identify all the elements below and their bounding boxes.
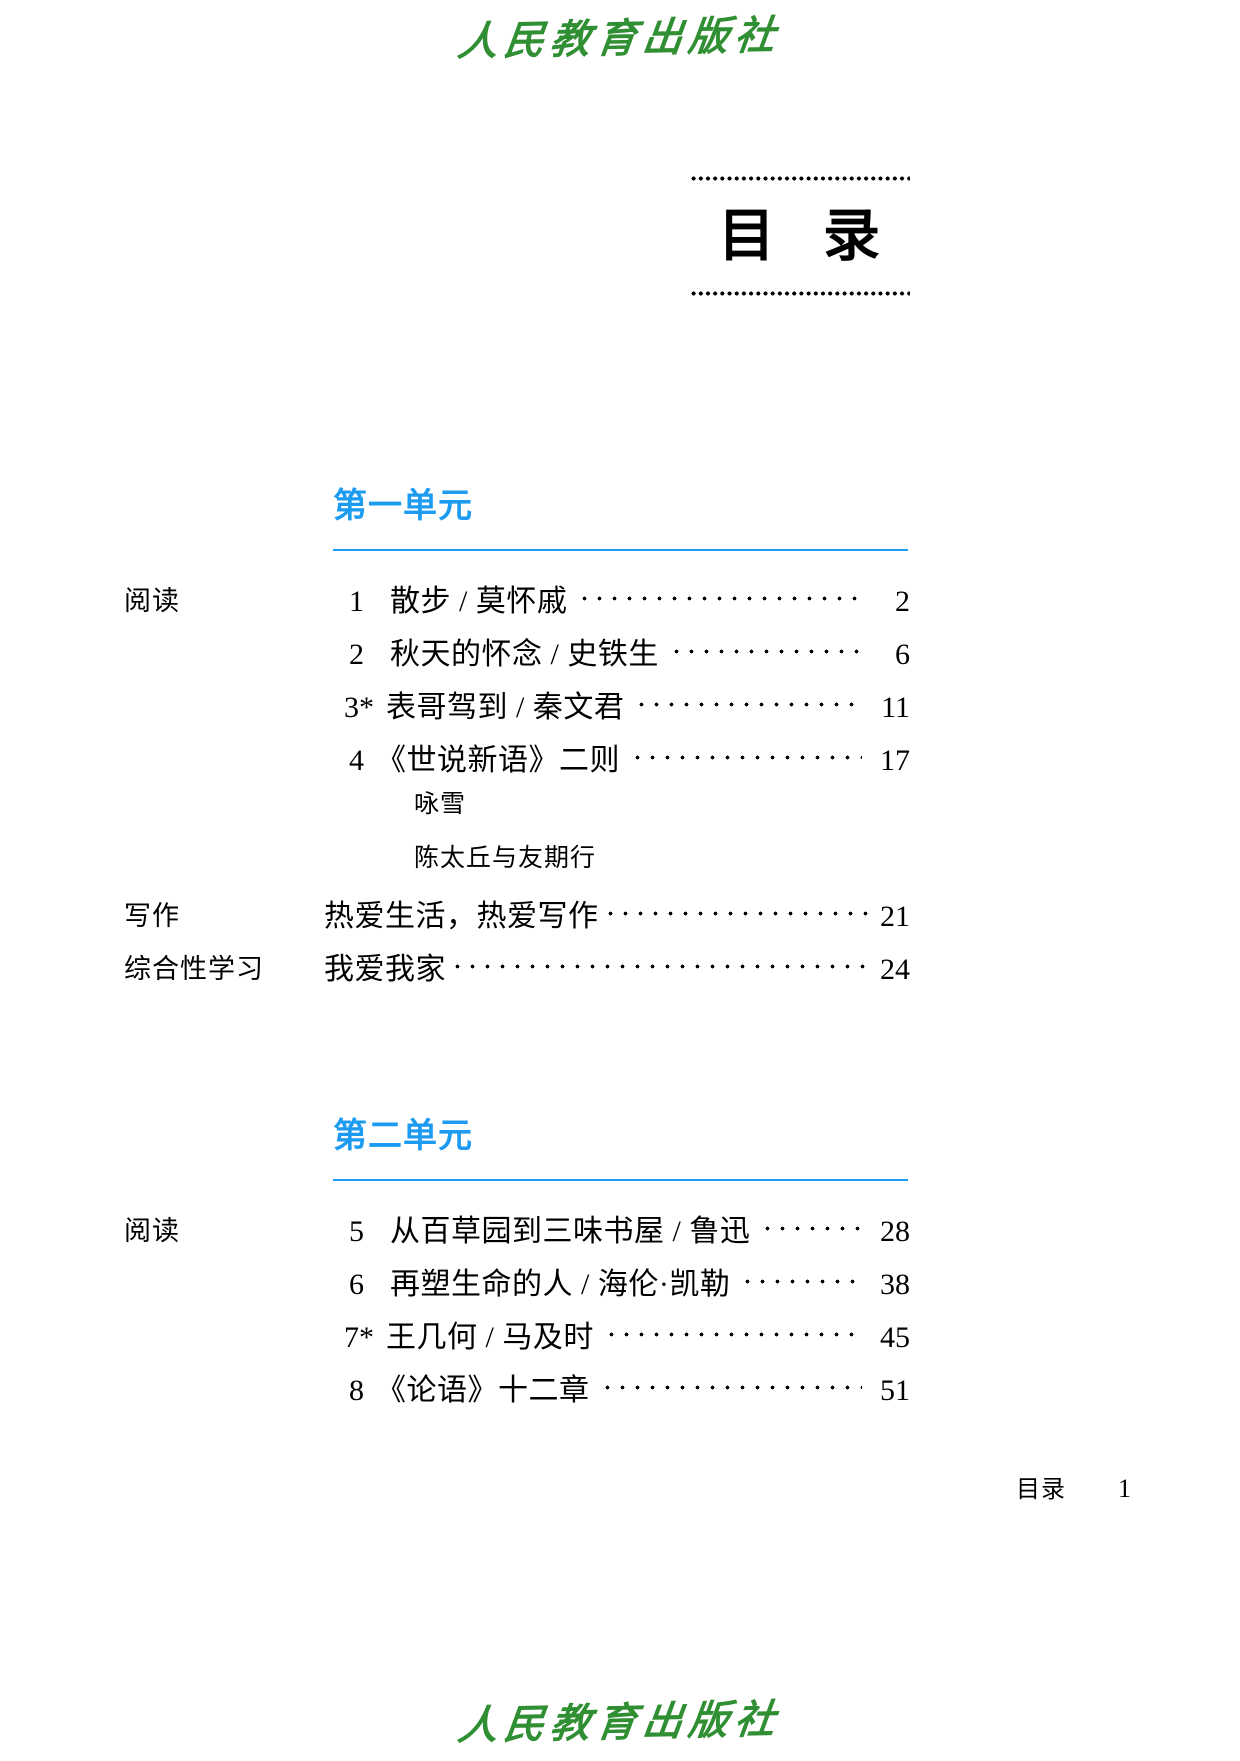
entry-number: 4 [349,744,364,777]
toc-row[interactable]: 我爱我家 24 [0,940,1240,992]
toc-sub-entry[interactable]: 咏雪 [414,791,467,818]
group-label-reading-1: 阅读 [124,586,180,616]
toc-entry[interactable]: 5 从百草园到三味书屋 / 鲁迅 28 [338,1206,910,1250]
toc-entry[interactable]: 热爱生活，热爱写作 21 [324,891,910,935]
entry-number: 6 [349,1268,364,1301]
toc-row[interactable]: 8 《论语》十二章 51 [0,1361,1240,1413]
toc-row[interactable]: 6 再塑生命的人 / 海伦·凯勒 38 [0,1255,1240,1307]
entry-page: 17 [880,744,910,777]
entry-title: 《世说新语》二则 [376,744,620,777]
entry-page: 51 [880,1374,910,1407]
title-dotted-rule-top [690,175,910,182]
entry-title: 《论语》十二章 [376,1374,590,1407]
leader-dots [602,909,868,917]
toc-row[interactable]: 3* 表哥驾到 / 秦文君 11 [0,678,1240,730]
entry-page: 45 [880,1321,910,1354]
entry-title: 我爱我家 [324,953,446,986]
leader-dots [577,594,862,602]
page-title: 目录 [690,182,910,290]
entry-number: 2 [349,638,364,671]
entry-title: 王几何 / 马及时 [386,1321,594,1354]
entry-title: 热爱生活，热爱写作 [324,900,599,933]
footer-label: 目录 [1016,1477,1066,1503]
entry-title: 从百草园到三味书屋 / 鲁迅 [390,1215,751,1248]
entry-page: 21 [880,900,910,933]
toc-row[interactable]: 7* 王几何 / 马及时 45 [0,1308,1240,1360]
toc-entry[interactable]: 7* 王几何 / 马及时 45 [334,1312,910,1356]
toc-sub-entry[interactable]: 陈太丘与友期行 [414,845,597,872]
toc-entry[interactable]: 4 《世说新语》二则 17 [338,735,910,779]
leader-dots [603,1330,862,1338]
toc-entry[interactable]: 2 秋天的怀念 / 史铁生 6 [338,629,910,673]
entry-number: 3* [344,691,374,724]
toc-row[interactable]: 2 秋天的怀念 / 史铁生 6 [0,625,1240,677]
group-label-activity-1: 综合性学习 [124,954,264,984]
unit-rule-2 [333,1179,908,1181]
page-title-char-2: 录 [823,205,882,268]
publisher-logo-bottom: 人民教育出版社 [455,1696,784,1749]
toc-entry[interactable]: 3* 表哥驾到 / 秦文君 11 [334,682,910,726]
toc-row[interactable]: 热爱生活，热爱写作 21 [0,887,1240,939]
entry-title: 再塑生命的人 / 海伦·凯勒 [390,1268,731,1301]
toc-entry[interactable]: 6 再塑生命的人 / 海伦·凯勒 38 [338,1259,910,1303]
toc-entry[interactable]: 1 散步 / 莫怀戚 2 [338,576,910,620]
group-label-reading-2: 阅读 [124,1216,180,1246]
entry-number: 5 [349,1215,364,1248]
entry-title: 表哥驾到 / 秦文君 [386,691,625,724]
entry-page: 38 [880,1268,910,1301]
entry-title: 秋天的怀念 / 史铁生 [390,638,659,671]
entry-page: 11 [881,691,910,724]
footer-page-number: 1 [1118,1474,1132,1503]
leader-dots [450,962,868,970]
entry-number: 1 [349,585,364,618]
group-label-writing-1: 写作 [124,901,180,931]
toc-entry[interactable]: 8 《论语》十二章 51 [338,1365,910,1409]
leader-dots [634,700,862,708]
page-footer: 目录 1 [0,1469,1240,1504]
toc-row[interactable]: 1 散步 / 莫怀戚 2 [0,572,1240,624]
toc-row[interactable]: 4 《世说新语》二则 17 [0,731,1240,783]
entry-number: 8 [349,1374,364,1407]
leader-dots [740,1277,862,1285]
entry-number: 7* [344,1321,374,1354]
entry-page: 28 [880,1215,910,1248]
leader-dots [668,647,862,655]
unit-heading-1: 第一单元 [333,486,473,526]
page-title-block: 目录 [690,175,910,297]
unit-heading-2: 第二单元 [333,1116,473,1156]
leader-dots [760,1224,862,1232]
leader-dots [599,1383,862,1391]
unit-rule-1 [333,549,908,551]
title-dotted-rule-bottom [690,290,910,297]
toc-row[interactable]: 5 从百草园到三味书屋 / 鲁迅 28 [0,1202,1240,1254]
publisher-logo-top: 人民教育出版社 [455,12,784,65]
leader-dots [630,753,862,761]
entry-page: 2 [895,585,910,618]
entry-page: 6 [895,638,910,671]
page-title-char-1: 目 [718,205,777,268]
entry-title: 散步 / 莫怀戚 [390,585,568,618]
entry-page: 24 [880,953,910,986]
toc-entry[interactable]: 我爱我家 24 [324,944,910,988]
